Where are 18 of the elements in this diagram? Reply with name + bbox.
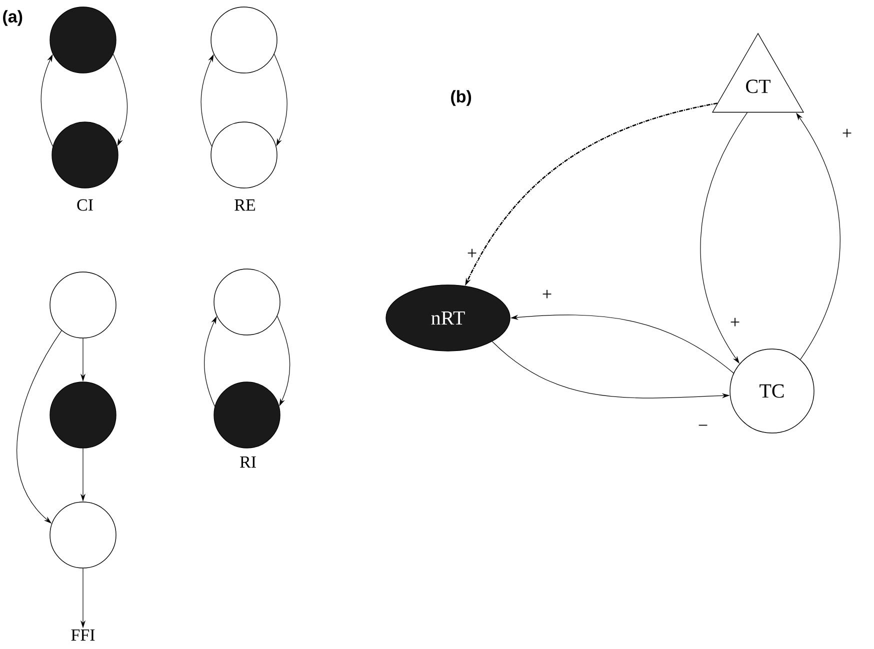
circle-node: TC (730, 348, 814, 434)
panel-label: (a) (3, 10, 22, 26)
circle-node (214, 268, 280, 336)
edge-label: + (540, 288, 554, 302)
circle-node (50, 272, 116, 338)
circle-node (50, 502, 116, 568)
edge-label: + (840, 128, 854, 140)
edge-label: + (466, 248, 478, 260)
filled-circle (50, 382, 116, 448)
edge-label: + (728, 316, 742, 330)
filled-circle (214, 382, 280, 448)
edge-label: − (696, 424, 710, 432)
circle-node (210, 6, 278, 74)
circle-node (210, 122, 278, 188)
filled-circle (50, 6, 116, 74)
panel-label: (b) (451, 90, 472, 106)
motif-label: FFI (71, 629, 95, 641)
filled-circle (52, 122, 118, 188)
